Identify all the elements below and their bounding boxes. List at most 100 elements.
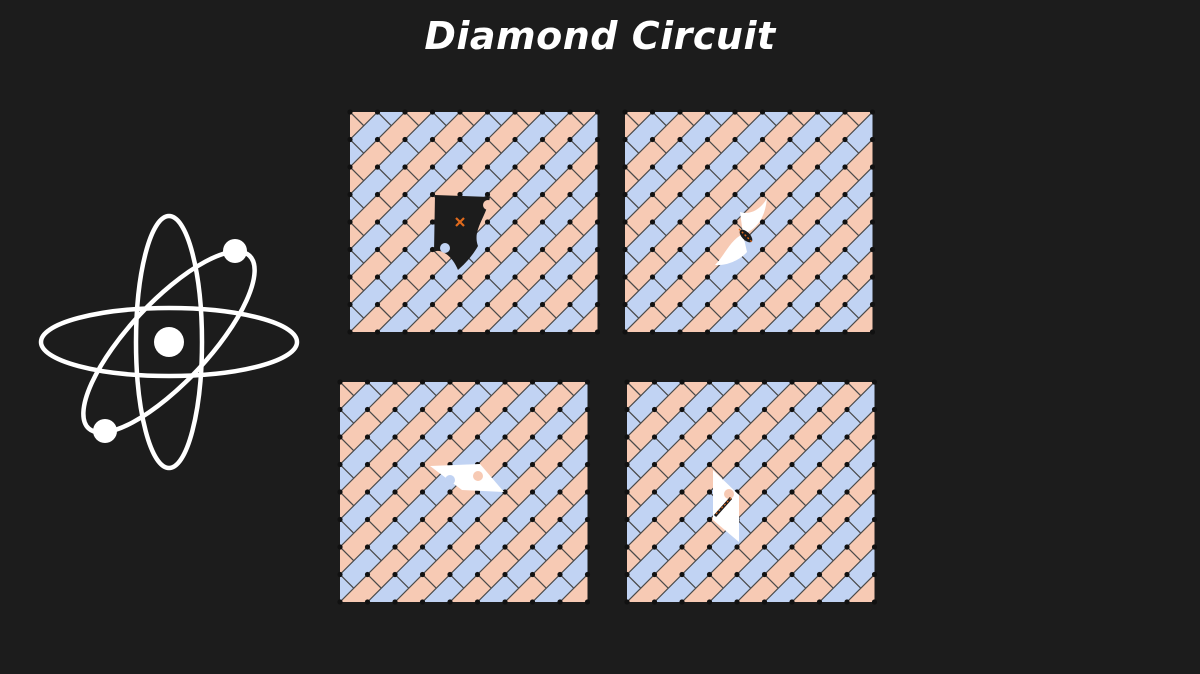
lattice-node <box>364 571 371 578</box>
lattice-node <box>651 461 658 468</box>
lattice-node <box>759 219 766 225</box>
defect-triangle <box>430 464 504 492</box>
lattice-node <box>734 379 740 385</box>
lattice-node <box>679 544 685 550</box>
lattice-node <box>429 301 436 308</box>
lattice-node <box>704 274 711 280</box>
lattice-tile <box>531 601 534 602</box>
lattice-node <box>337 379 343 385</box>
lattice-tile <box>627 382 628 383</box>
lattice-node <box>842 274 848 280</box>
lattice-node <box>447 544 453 550</box>
lattice-node <box>474 571 481 578</box>
lattice-node <box>364 516 371 523</box>
lattice-node <box>789 461 795 468</box>
lattice-node <box>814 109 821 115</box>
lattice-node <box>419 434 426 440</box>
lattice-tile <box>706 331 709 332</box>
lattice-node <box>337 599 343 605</box>
lattice-node <box>816 544 823 550</box>
lattice-node <box>787 329 793 335</box>
lattice-node <box>759 329 766 335</box>
lattice-node <box>734 406 740 413</box>
lattice-node <box>679 461 685 468</box>
lattice-node <box>677 274 683 280</box>
lattice-node <box>502 489 508 495</box>
lattice-tile <box>844 331 846 332</box>
lattice-node <box>419 599 426 605</box>
lattice-node <box>539 164 546 170</box>
defect-droplet <box>483 200 493 210</box>
lattice-node <box>457 329 463 335</box>
lattice-node <box>761 489 768 495</box>
lattice-tile <box>340 601 341 602</box>
lattice-node <box>814 219 821 225</box>
lattice-node <box>447 599 453 605</box>
lattice-node <box>512 274 518 280</box>
defect-droplet <box>724 489 734 499</box>
lattice-node <box>457 109 463 115</box>
lattice-node <box>814 246 821 253</box>
lattice-node <box>624 489 630 495</box>
lattice-node <box>732 136 738 143</box>
lattice-node <box>347 191 353 198</box>
lattice-node <box>651 406 658 413</box>
lattice-panel-3-svg <box>337 379 591 605</box>
lattice-node <box>502 599 508 605</box>
page-title: Diamond Circuit <box>424 14 776 58</box>
lattice-node <box>402 219 408 225</box>
lattice-node <box>539 274 546 280</box>
lattice-tile <box>846 573 875 602</box>
lattice-node <box>364 434 371 440</box>
lattice-node <box>374 246 381 253</box>
lattice-tile <box>873 601 875 602</box>
lattice-node <box>761 571 768 578</box>
lattice-nodes <box>624 379 878 605</box>
lattice-node <box>622 274 628 280</box>
lattice-tile <box>449 601 451 602</box>
lattice-tile <box>431 331 434 332</box>
lattice-node <box>622 109 628 115</box>
lattice-node <box>704 164 711 170</box>
lattice-node <box>502 544 508 550</box>
lattice-node <box>677 191 683 198</box>
lattice-node <box>337 434 343 440</box>
lattice-node <box>364 489 371 495</box>
lattice-tile <box>736 601 738 602</box>
lattice-node <box>402 301 408 308</box>
lattice-node <box>679 571 685 578</box>
lattice-node <box>814 301 821 308</box>
lattice-tile <box>376 331 379 332</box>
lattice-node <box>584 379 591 385</box>
defect-white-wedge <box>715 198 767 266</box>
lattice-node <box>842 109 848 115</box>
lattice-node <box>529 571 536 578</box>
lattice-node <box>787 219 793 225</box>
lattice-tile <box>615 332 625 365</box>
lattice-tile <box>569 303 598 332</box>
lattice-node <box>789 489 795 495</box>
lattice-node <box>842 219 848 225</box>
lattice-node <box>529 489 536 495</box>
lattice-node <box>402 329 408 335</box>
lattice-node <box>557 489 563 495</box>
defect-wedge <box>740 198 767 234</box>
lattice-node <box>704 191 711 198</box>
lattice-node <box>567 109 573 115</box>
lattice-node <box>429 219 436 225</box>
lattice-node <box>529 461 536 468</box>
lattice-node <box>364 599 371 605</box>
lattice-tile <box>871 112 873 113</box>
lattice-node <box>677 136 683 143</box>
defect-wedge <box>715 234 747 266</box>
lattice-tile <box>651 331 654 332</box>
orange-cross-icon <box>455 217 465 227</box>
lattice-nodes <box>347 109 601 335</box>
lattice-node <box>787 109 793 115</box>
lattice-node <box>871 489 878 495</box>
lattice-node <box>337 489 343 495</box>
lattice-node <box>584 516 591 523</box>
lattice-node <box>502 406 508 413</box>
lattice-node <box>759 109 766 115</box>
lattice-node <box>457 301 463 308</box>
